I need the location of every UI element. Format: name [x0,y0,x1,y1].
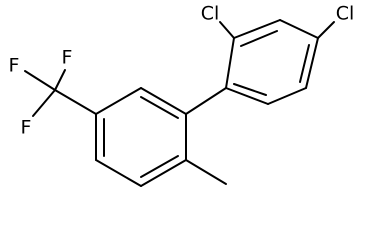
bond-to-f-bottom [32,89,56,117]
bond [225,87,269,105]
methylphenyl-ring [95,87,187,187]
atom-label-cl-top: Cl [201,3,220,25]
structure-diagram: Cl Cl F F F [8,2,355,187]
methyl-bond [185,159,227,185]
bond [95,87,142,115]
bond-to-cl-right [317,21,335,39]
double-bond-inner [240,30,278,47]
bond-to-cf3 [54,89,97,115]
double-bond-inner [233,83,267,96]
bond [267,87,307,105]
bond [233,19,281,39]
bond [225,37,235,89]
double-bond-inner [140,96,179,119]
bond-to-f-left [24,70,56,91]
bond [279,19,319,39]
bond [305,37,319,89]
molecule-drawing: Cl Cl F F F [9,3,355,187]
double-bond-inner [140,155,179,178]
biaryl-bond [185,87,227,115]
atom-label-f-top: F [62,47,73,69]
atom-label-f-left: F [9,55,20,77]
atom-label-cl-right: Cl [336,3,355,25]
bond-to-cl-top [219,21,235,39]
dichlorophenyl-ring [225,19,319,105]
bond [140,159,187,187]
atom-label-f-bottom: F [21,117,32,139]
double-bond-inner [299,44,310,83]
bond [95,159,142,187]
bond-to-f-top [54,69,66,91]
bond [140,87,187,115]
